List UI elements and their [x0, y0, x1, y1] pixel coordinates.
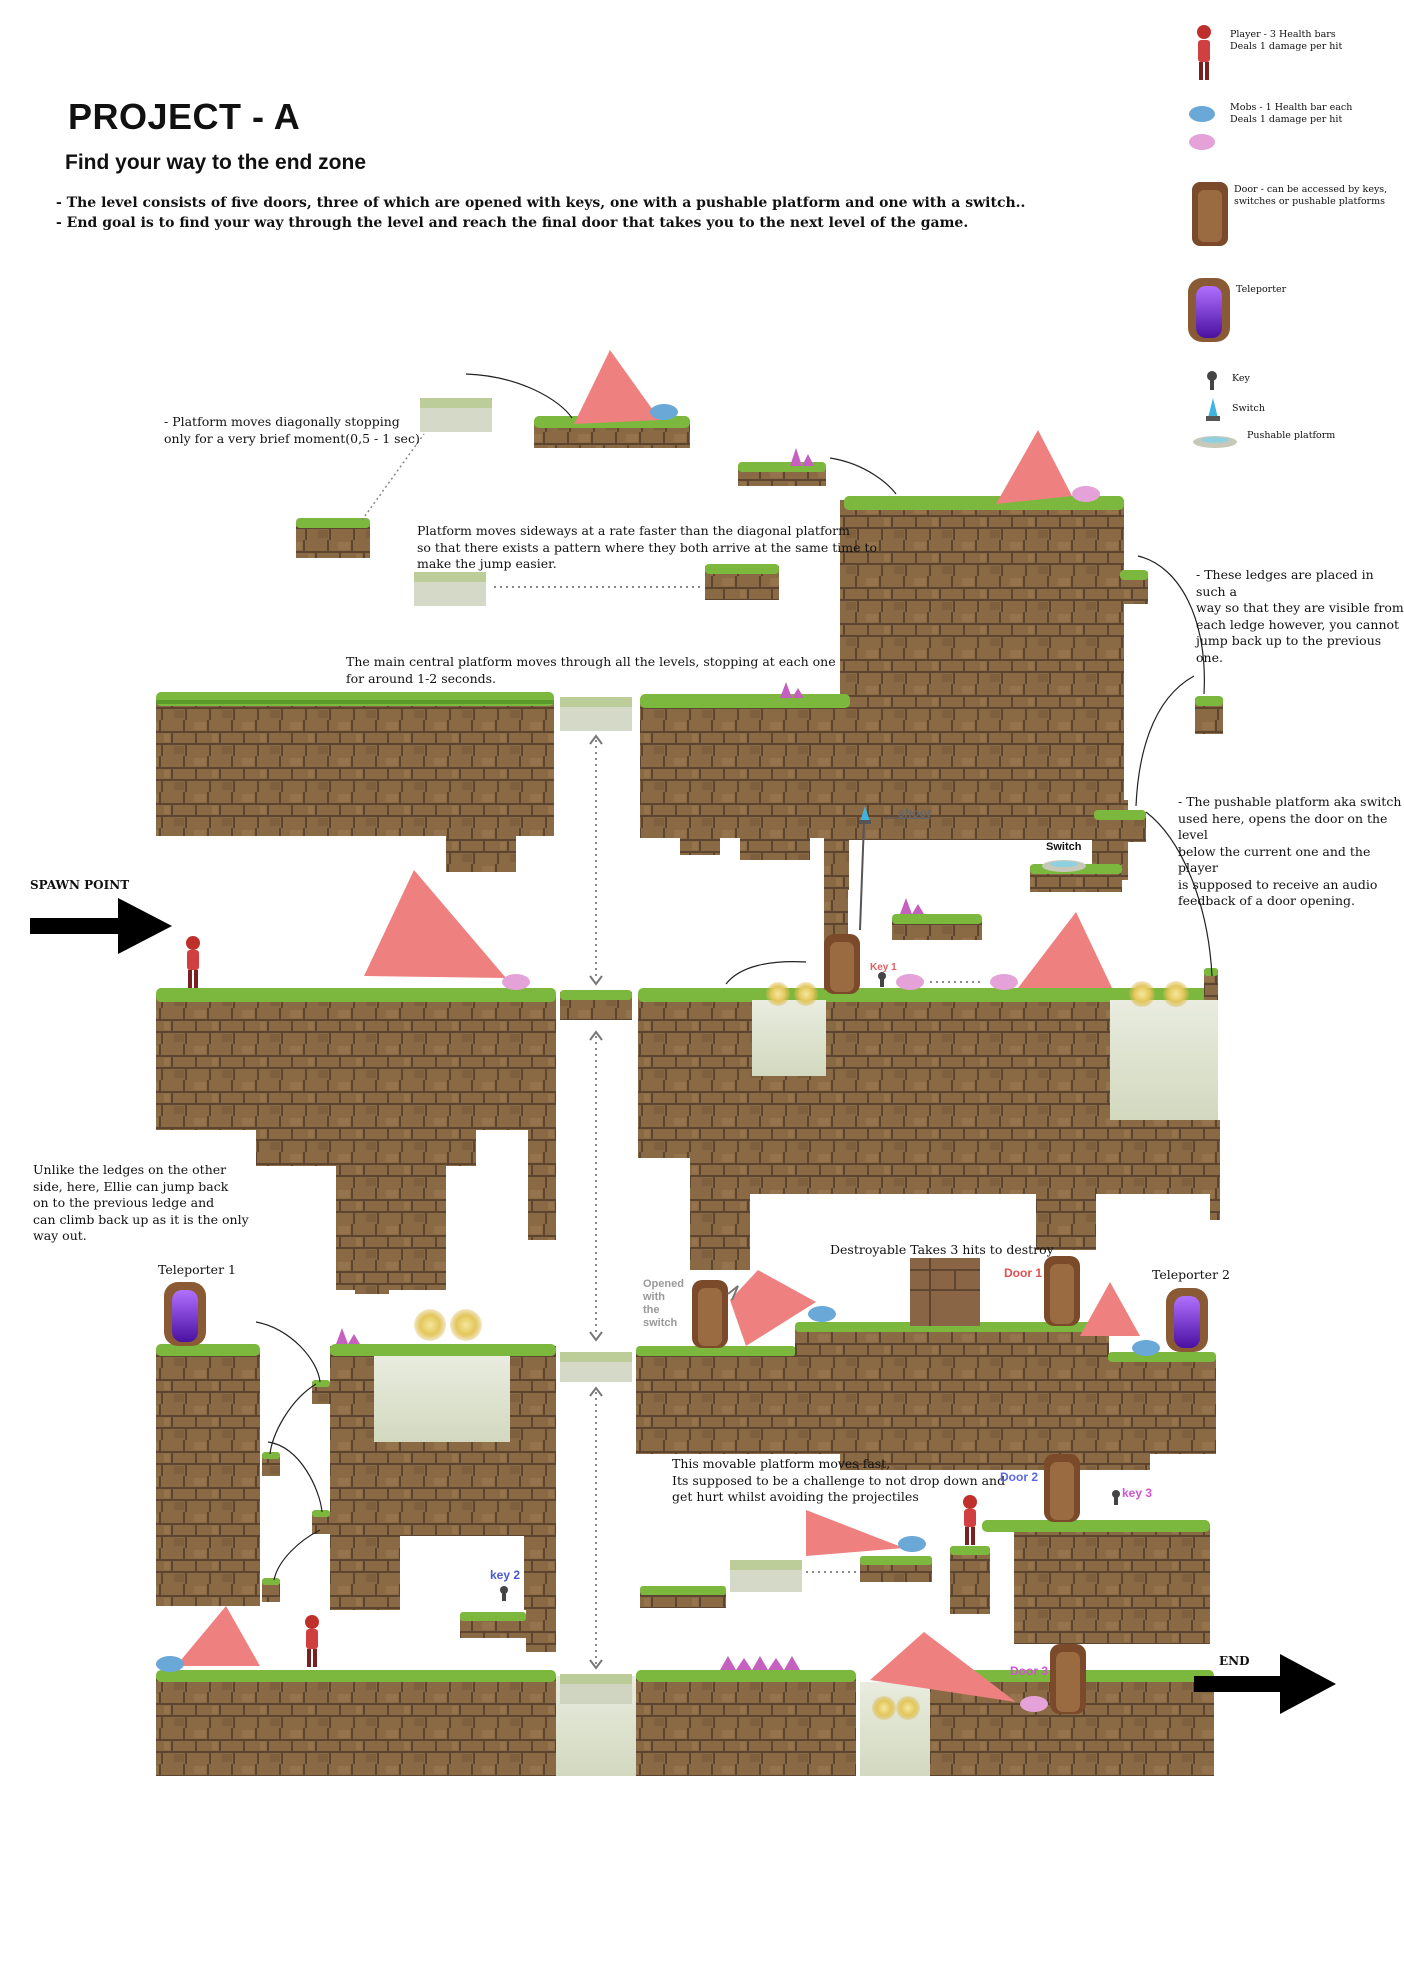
description-line-2: - End goal is to find your way through t…	[56, 215, 969, 231]
teleporter-1	[164, 1282, 206, 1346]
teleporter-1-label: Teleporter 1	[158, 1262, 236, 1277]
key-3-label: key 3	[1122, 1486, 1153, 1500]
door-upper	[824, 934, 860, 994]
teleporter-2	[1166, 1288, 1208, 1352]
legend-door: Door - can be accessed by keys, switches…	[1234, 184, 1388, 207]
central-track-arrowheads	[589, 734, 603, 1670]
items	[500, 371, 1237, 1601]
spawn-arrow	[30, 898, 172, 954]
legend-mobs: Mobs - 1 Health bar each Deals 1 damage …	[1230, 102, 1353, 125]
players	[186, 25, 1211, 1667]
legend-pushable-platform: Pushable platform	[1247, 430, 1336, 441]
mobs	[156, 106, 1215, 1712]
key-2-item	[500, 1586, 508, 1601]
shoot-trajectory	[859, 821, 865, 931]
end-arrow	[1194, 1654, 1336, 1714]
terrain-upper-left	[156, 692, 554, 872]
description-line-1: - The level consists of five doors, thre…	[56, 195, 1026, 211]
note-pushable-platform: - The pushable platform aka switch used …	[1178, 794, 1402, 908]
key-1-label: Key 1	[870, 962, 897, 973]
key-2-label: key 2	[490, 1568, 521, 1582]
switch-item	[859, 806, 871, 824]
note-right-ledges: - These ledges are placed in such a way …	[1196, 567, 1404, 665]
door-2-label: Door 2	[1000, 1470, 1039, 1484]
switch-label: Switch	[1046, 841, 1082, 853]
mob-legend-pink	[1189, 134, 1215, 150]
door-3	[1050, 1644, 1086, 1714]
mob-legend-blue	[1189, 106, 1215, 122]
legend-switch: Switch	[1232, 403, 1265, 414]
pushable-platform-item	[1042, 860, 1086, 872]
terrain-middle-left	[156, 988, 632, 1294]
terrain-upper-right	[640, 496, 1223, 930]
destroyable-label: Destroyable Takes 3 hits to destroy	[830, 1242, 1054, 1257]
opened-with-switch-label: Opened with the switch	[643, 1278, 684, 1329]
switch-legend-icon	[1206, 398, 1220, 421]
key-3-item	[1112, 1490, 1120, 1505]
door-switch	[692, 1280, 728, 1348]
key-1-item	[878, 972, 886, 987]
key-legend-icon	[1207, 371, 1217, 390]
legend-player: Player - 3 Health bars Deals 1 damage pe…	[1230, 29, 1343, 52]
teleporters	[164, 278, 1230, 1352]
page-title: PROJECT - A	[68, 96, 301, 137]
player-legend-icon	[1197, 25, 1211, 80]
terrain-lower-right	[636, 1258, 1216, 1644]
terrain-bottom	[156, 1670, 1214, 1776]
page-subtitle: Find your way to the end zone	[65, 151, 367, 174]
player-spawn	[186, 936, 200, 988]
legend-teleporter: Teleporter	[1236, 284, 1287, 295]
crystals	[336, 448, 924, 1670]
note-central-platform: The main central platform moves through …	[346, 654, 836, 686]
teleporter-legend-icon	[1188, 278, 1230, 342]
door-1-label: Door 1	[1004, 1266, 1043, 1280]
note-left-ledges: Unlike the ledges on the other side, her…	[33, 1162, 249, 1243]
sideways-track	[494, 586, 980, 1573]
doors	[692, 182, 1228, 1714]
note-diagonal-platform: - Platform moves diagonally stopping onl…	[164, 414, 420, 446]
legend-key: Key	[1232, 373, 1250, 384]
teleporter-2-label: Teleporter 2	[1152, 1267, 1230, 1282]
switch-door-chevron	[727, 1285, 739, 1301]
note-movable-platform: This movable platform moves fast, Its su…	[672, 1456, 1006, 1504]
door-1	[1044, 1256, 1080, 1326]
terrain-middle-right	[638, 880, 1220, 1270]
level-description: - The level consists of five doors, thre…	[56, 193, 1025, 233]
hazard-cones	[176, 350, 1140, 1702]
jump-arcs	[255, 373, 1213, 1581]
orbs	[414, 981, 1189, 1720]
shoot-label: shoot	[898, 806, 931, 820]
player-lower	[305, 1615, 319, 1667]
note-sideways-platform: Platform moves sideways at a rate faster…	[417, 523, 878, 571]
spawn-point-label: SPAWN POINT	[30, 878, 130, 892]
pushable-legend-icon	[1193, 436, 1237, 448]
door-legend-icon	[1192, 182, 1228, 246]
terrain-lower-left	[156, 1344, 632, 1652]
player-mid-right	[963, 1495, 977, 1545]
door-2	[1044, 1454, 1080, 1522]
door-3-label: Door 3	[1010, 1664, 1049, 1678]
end-label: END	[1219, 1654, 1250, 1668]
